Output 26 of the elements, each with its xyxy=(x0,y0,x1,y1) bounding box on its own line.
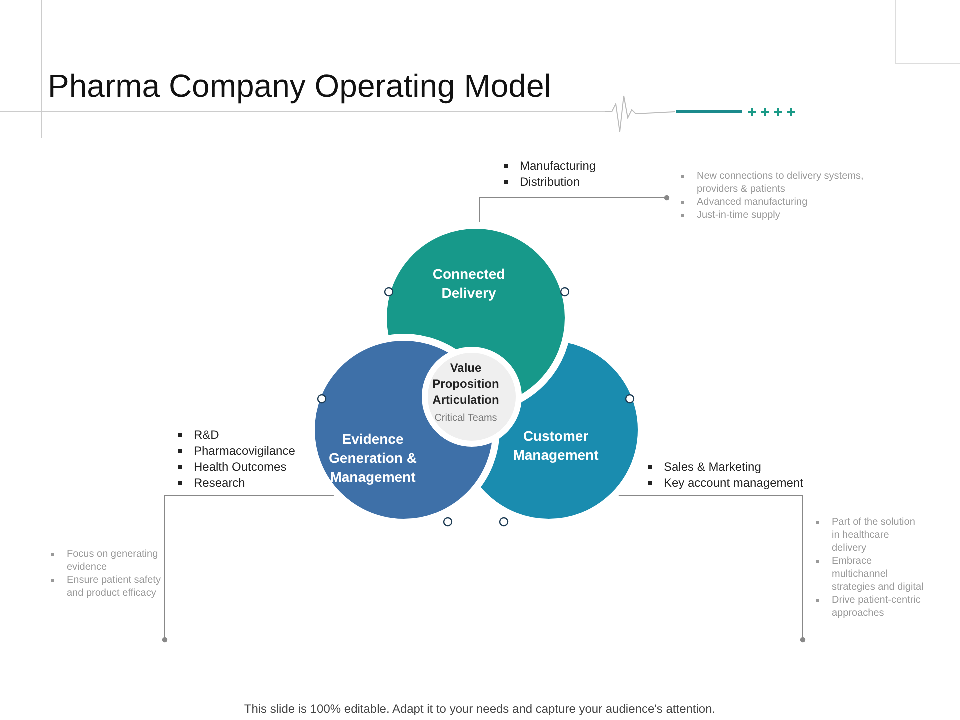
bullet-item: Ensure patient safety and product efficacy xyxy=(49,574,165,600)
bullet-item: R&D xyxy=(168,427,318,443)
bullet-item: Manufacturing xyxy=(494,158,654,174)
bullet-item: New connections to delivery systems, providers & patients xyxy=(679,170,867,196)
leader-line xyxy=(618,496,806,643)
footer-note: This slide is 100% editable. Adapt it to your needs and capture your audience's attention. xyxy=(243,702,717,716)
bullet-item: Just-in-time supply xyxy=(679,209,867,222)
bullet-item: Distribution xyxy=(494,174,654,190)
bullet-item: Embrace multichannel strategies and digital xyxy=(814,555,925,594)
leader-line xyxy=(480,195,670,222)
bullet-item: Research xyxy=(168,475,318,491)
circle-label: Customer Management xyxy=(512,427,600,465)
bullet-item: Sales & Marketing xyxy=(638,459,828,475)
leader-line xyxy=(162,496,335,643)
bullet-item: Health Outcomes xyxy=(168,459,318,475)
bullet-item: Key account management xyxy=(638,475,828,491)
bullet-item: Drive patient-centric approaches xyxy=(814,594,925,620)
circle-title: Value Proposition Articulation xyxy=(432,360,500,408)
circle-label: Evidence Generation & Management xyxy=(328,430,418,487)
slide-title: Pharma Company Operating Model xyxy=(48,68,552,105)
circle-subtitle: Critical Teams xyxy=(434,412,498,425)
bullet-item: Part of the solution in healthcare delivery xyxy=(814,516,925,555)
bullet-item: Advanced manufacturing xyxy=(679,196,867,209)
bullet-item: Focus on generating evidence xyxy=(49,548,165,574)
bullet-item: Pharmacovigilance xyxy=(168,443,318,459)
circle-label: Connected Delivery xyxy=(432,265,506,303)
